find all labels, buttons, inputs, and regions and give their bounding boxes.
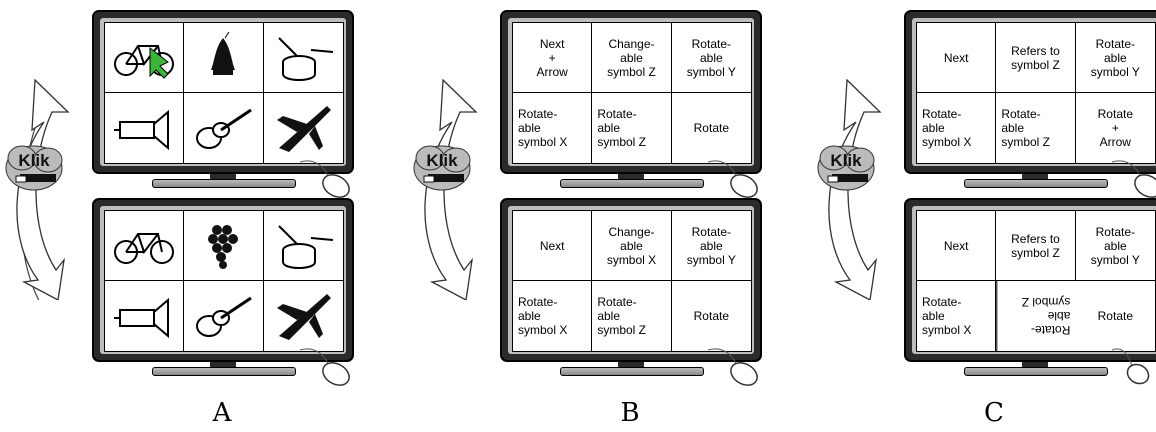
screen: Next Refers to symbol Z Rotate- able sym… [916, 210, 1156, 352]
airplane-icon [264, 93, 343, 163]
mouse-icon [1112, 160, 1156, 198]
screen [104, 210, 344, 352]
panel-label: A [212, 398, 232, 428]
screen-cell: Rotate- able symbol Z [592, 93, 672, 163]
cycle-arrow: Klik [413, 78, 478, 300]
screen-cell: Rotate- able symbol X [513, 93, 593, 163]
panel-label: C [984, 398, 1004, 428]
cycle-arrow: Klik [817, 78, 882, 300]
screen [104, 22, 344, 164]
mouse-icon [300, 160, 350, 198]
screen-cell: Change- able symbol X [592, 211, 672, 281]
drum-icon [263, 23, 343, 93]
screen: Next Change- able symbol X Rotate- able … [512, 210, 752, 352]
airplane-icon [264, 281, 343, 351]
monitor-top: Next Refers to symbol Z Rotate- able sym… [904, 10, 1156, 192]
screen-cell: Rotate- able symbol X [917, 281, 997, 351]
screen-cell: Rotate- able symbol Y [671, 23, 751, 93]
monitor-base [560, 179, 704, 188]
screen: Next + Arrow Change- able symbol Z Rotat… [512, 22, 752, 164]
screen-cell: Next [513, 211, 593, 281]
monitor-bottom: Next Change- able symbol X Rotate- able … [500, 198, 762, 380]
guitar-icon [184, 281, 264, 351]
screen-cell: Next [917, 23, 997, 93]
screen-cell: Rotate- able symbol X [513, 281, 593, 351]
panel-a: Klik A [0, 0, 385, 432]
monitor-base [560, 367, 704, 376]
screen-cell-rotated: Rotate- able symbol Z [996, 281, 1076, 351]
screen-cell: Refers to symbol Z [996, 23, 1076, 93]
screen-cell: Rotate- able symbol Y [671, 211, 751, 281]
screen-cell: Rotate- able symbol X [917, 93, 997, 163]
mouse-icon [300, 348, 350, 386]
screen-cell: Rotate + Arrow [1097, 107, 1133, 149]
trumpet-icon [105, 93, 185, 163]
bicycle-icon [105, 211, 185, 281]
screen-cell: Rotate [1097, 309, 1133, 323]
monitor-top [92, 10, 354, 192]
cycle-arrow: Klik [5, 78, 70, 300]
monitor-base [964, 179, 1108, 188]
screen-cell: Rotate [693, 121, 729, 135]
klik-label: Klik [426, 151, 458, 170]
guitar-icon [184, 93, 264, 163]
screen-cell: Next + Arrow [513, 23, 593, 93]
panel-label: B [620, 398, 640, 428]
drum-icon [263, 211, 343, 281]
screen-cell: Rotate- able symbol Y [1075, 23, 1155, 93]
grapes-icon [184, 211, 264, 281]
monitor-top: Next + Arrow Change- able symbol Z Rotat… [500, 10, 762, 192]
screen: Next Refers to symbol Z Rotate- able sym… [916, 22, 1156, 164]
mouse-icon [1112, 348, 1150, 385]
bell-icon [184, 23, 264, 93]
mouse-icon [708, 160, 758, 198]
panel-c: Klik Next Refers to symbol Z Rotate- abl… [812, 0, 1156, 432]
screen-cell: Rotate- able symbol Z [996, 93, 1076, 163]
screen-cell: Rotate- able symbol Y [1075, 211, 1155, 281]
monitor-base [964, 367, 1108, 376]
panel-b: Klik Next + Arrow Change- able symbol Z … [408, 0, 793, 432]
klik-label: Klik [830, 151, 862, 170]
screen-cell: Rotate- able symbol Z [592, 281, 672, 351]
screen-cell: Refers to symbol Z [996, 211, 1076, 281]
monitor-bottom [92, 198, 354, 380]
klik-label: Klik [18, 151, 50, 170]
monitor-bottom: Next Refers to symbol Z Rotate- able sym… [904, 198, 1156, 380]
monitor-base [152, 367, 296, 376]
trumpet-icon [105, 281, 185, 351]
screen-cell: Change- able symbol Z [592, 23, 672, 93]
mouse-icon [708, 348, 758, 386]
monitor-base [152, 179, 296, 188]
screen-cell: Rotate [693, 309, 729, 323]
screen-cell: Next [917, 211, 997, 281]
bicycle-icon [105, 23, 185, 93]
